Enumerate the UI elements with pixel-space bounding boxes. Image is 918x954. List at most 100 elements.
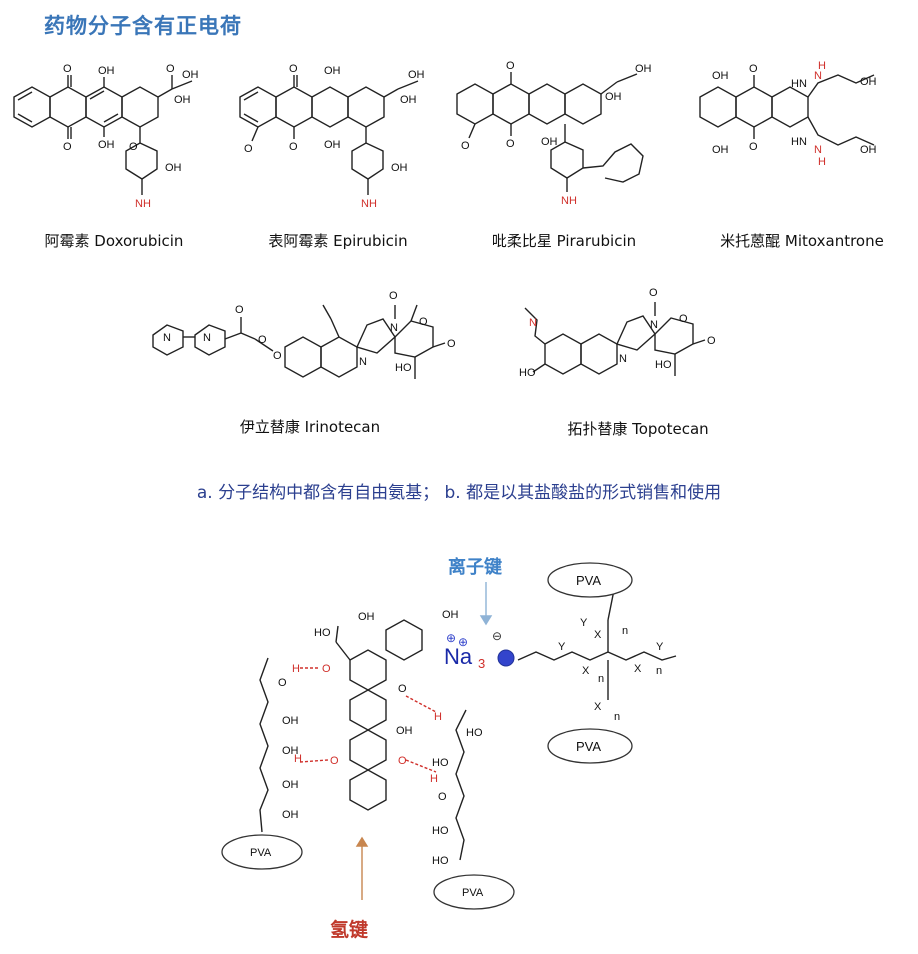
svg-text:OH: OH	[182, 69, 199, 81]
svg-text:HO: HO	[519, 367, 536, 379]
anion-sphere	[497, 649, 515, 667]
svg-text:HO: HO	[655, 359, 672, 371]
svg-text:N: N	[650, 319, 658, 331]
svg-text:NH: NH	[361, 198, 377, 210]
svg-text:N: N	[814, 144, 822, 156]
drug-label-topotecan: 拓扑替康 Topotecan	[567, 420, 709, 438]
svg-text:HO: HO	[466, 727, 483, 739]
svg-text:O: O	[244, 143, 253, 155]
svg-text:⊕: ⊕	[458, 635, 468, 649]
svg-text:O: O	[166, 63, 175, 75]
svg-text:OH: OH	[860, 144, 877, 156]
svg-text:O: O	[129, 141, 138, 153]
svg-text:3: 3	[478, 656, 485, 671]
svg-text:O: O	[707, 335, 716, 347]
svg-text:O: O	[273, 350, 282, 362]
svg-text:OH: OH	[396, 725, 413, 737]
svg-text:X: X	[634, 663, 642, 675]
svg-text:HO: HO	[432, 855, 449, 867]
svg-text:OH: OH	[442, 609, 459, 621]
svg-text:O: O	[749, 141, 758, 153]
svg-text:H: H	[430, 773, 438, 785]
svg-text:OH: OH	[400, 94, 417, 106]
pva-left: PVA	[250, 847, 272, 859]
svg-text:N: N	[203, 332, 211, 344]
svg-text:H: H	[818, 156, 826, 168]
hydrogen-bond-label: 氢键	[330, 919, 369, 941]
summary-text: a. 分子结构中都含有自由氨基； b. 都是以其盐酸盐的形式销售和使用	[196, 483, 722, 503]
svg-text:OH: OH	[391, 162, 408, 174]
svg-text:OH: OH	[98, 65, 115, 77]
ionic-bond-label: 离子键	[448, 557, 502, 578]
svg-text:N: N	[390, 322, 398, 334]
svg-text:N: N	[619, 353, 627, 365]
svg-text:OH: OH	[635, 63, 652, 75]
svg-text:OH: OH	[282, 745, 299, 757]
svg-text:O: O	[506, 138, 515, 150]
sodium-label: Na	[444, 644, 473, 669]
pva-middle: PVA	[462, 887, 484, 899]
svg-text:O: O	[258, 334, 267, 346]
svg-text:OH: OH	[712, 70, 729, 82]
svg-text:X: X	[594, 629, 602, 641]
svg-text:OH: OH	[541, 136, 558, 148]
svg-text:O: O	[749, 63, 758, 75]
svg-text:HO: HO	[314, 627, 331, 639]
svg-text:O: O	[506, 60, 515, 72]
svg-text:OH: OH	[324, 65, 341, 77]
svg-text:OH: OH	[165, 162, 182, 174]
svg-text:Y: Y	[558, 641, 566, 653]
svg-text:O: O	[235, 304, 244, 316]
drug-label-epirubicin: 表阿霉素 Epirubicin	[268, 232, 408, 250]
svg-text:N: N	[529, 317, 537, 329]
drug-label-mitoxantrone: 米托蒽醌 Mitoxantrone	[720, 232, 884, 250]
page-title: 药物分子含有正电荷	[44, 14, 242, 38]
svg-text:Y: Y	[580, 617, 588, 629]
svg-text:H: H	[292, 663, 300, 675]
drug-label-irinotecan: 伊立替康 Irinotecan	[239, 418, 381, 436]
svg-text:O: O	[461, 140, 470, 152]
doxorubicin-structure: O O OH OH O OH OH O OH NH	[13, 63, 199, 210]
drug-label-pirarubicin: 吡柔比星 Pirarubicin	[491, 232, 637, 250]
svg-text:⊖: ⊖	[492, 629, 502, 643]
drug-label-doxorubicin: 阿霉素 Doxorubicin	[44, 232, 184, 250]
svg-text:HN: HN	[791, 78, 807, 90]
svg-text:OH: OH	[282, 715, 299, 727]
svg-text:OH: OH	[605, 91, 622, 103]
svg-text:O: O	[398, 683, 407, 695]
svg-text:X: X	[594, 701, 602, 713]
svg-text:H: H	[434, 711, 442, 723]
svg-text:N: N	[163, 332, 171, 344]
svg-text:OH: OH	[282, 779, 299, 791]
svg-text:HO: HO	[432, 825, 449, 837]
svg-text:O: O	[278, 677, 287, 689]
svg-text:O: O	[289, 63, 298, 75]
svg-text:Y: Y	[656, 641, 664, 653]
svg-text:O: O	[289, 141, 298, 153]
svg-text:O: O	[649, 287, 658, 299]
svg-text:H: H	[294, 753, 302, 765]
svg-text:H: H	[818, 60, 826, 72]
svg-text:OH: OH	[174, 94, 191, 106]
svg-text:n: n	[622, 625, 628, 637]
svg-text:NH: NH	[135, 198, 151, 210]
svg-text:n: n	[598, 673, 604, 685]
svg-text:O: O	[398, 755, 407, 767]
pva-top-right: PVA	[576, 573, 601, 588]
svg-text:OH: OH	[282, 809, 299, 821]
svg-text:O: O	[447, 338, 456, 350]
svg-text:O: O	[330, 755, 339, 767]
pva-bottom-right: PVA	[576, 739, 601, 754]
svg-text:OH: OH	[98, 139, 115, 151]
svg-text:O: O	[322, 663, 331, 675]
svg-text:n: n	[656, 665, 662, 677]
svg-text:HO: HO	[395, 362, 412, 374]
svg-text:OH: OH	[408, 69, 425, 81]
svg-text:O: O	[63, 63, 72, 75]
svg-text:O: O	[63, 141, 72, 153]
svg-text:n: n	[614, 711, 620, 723]
